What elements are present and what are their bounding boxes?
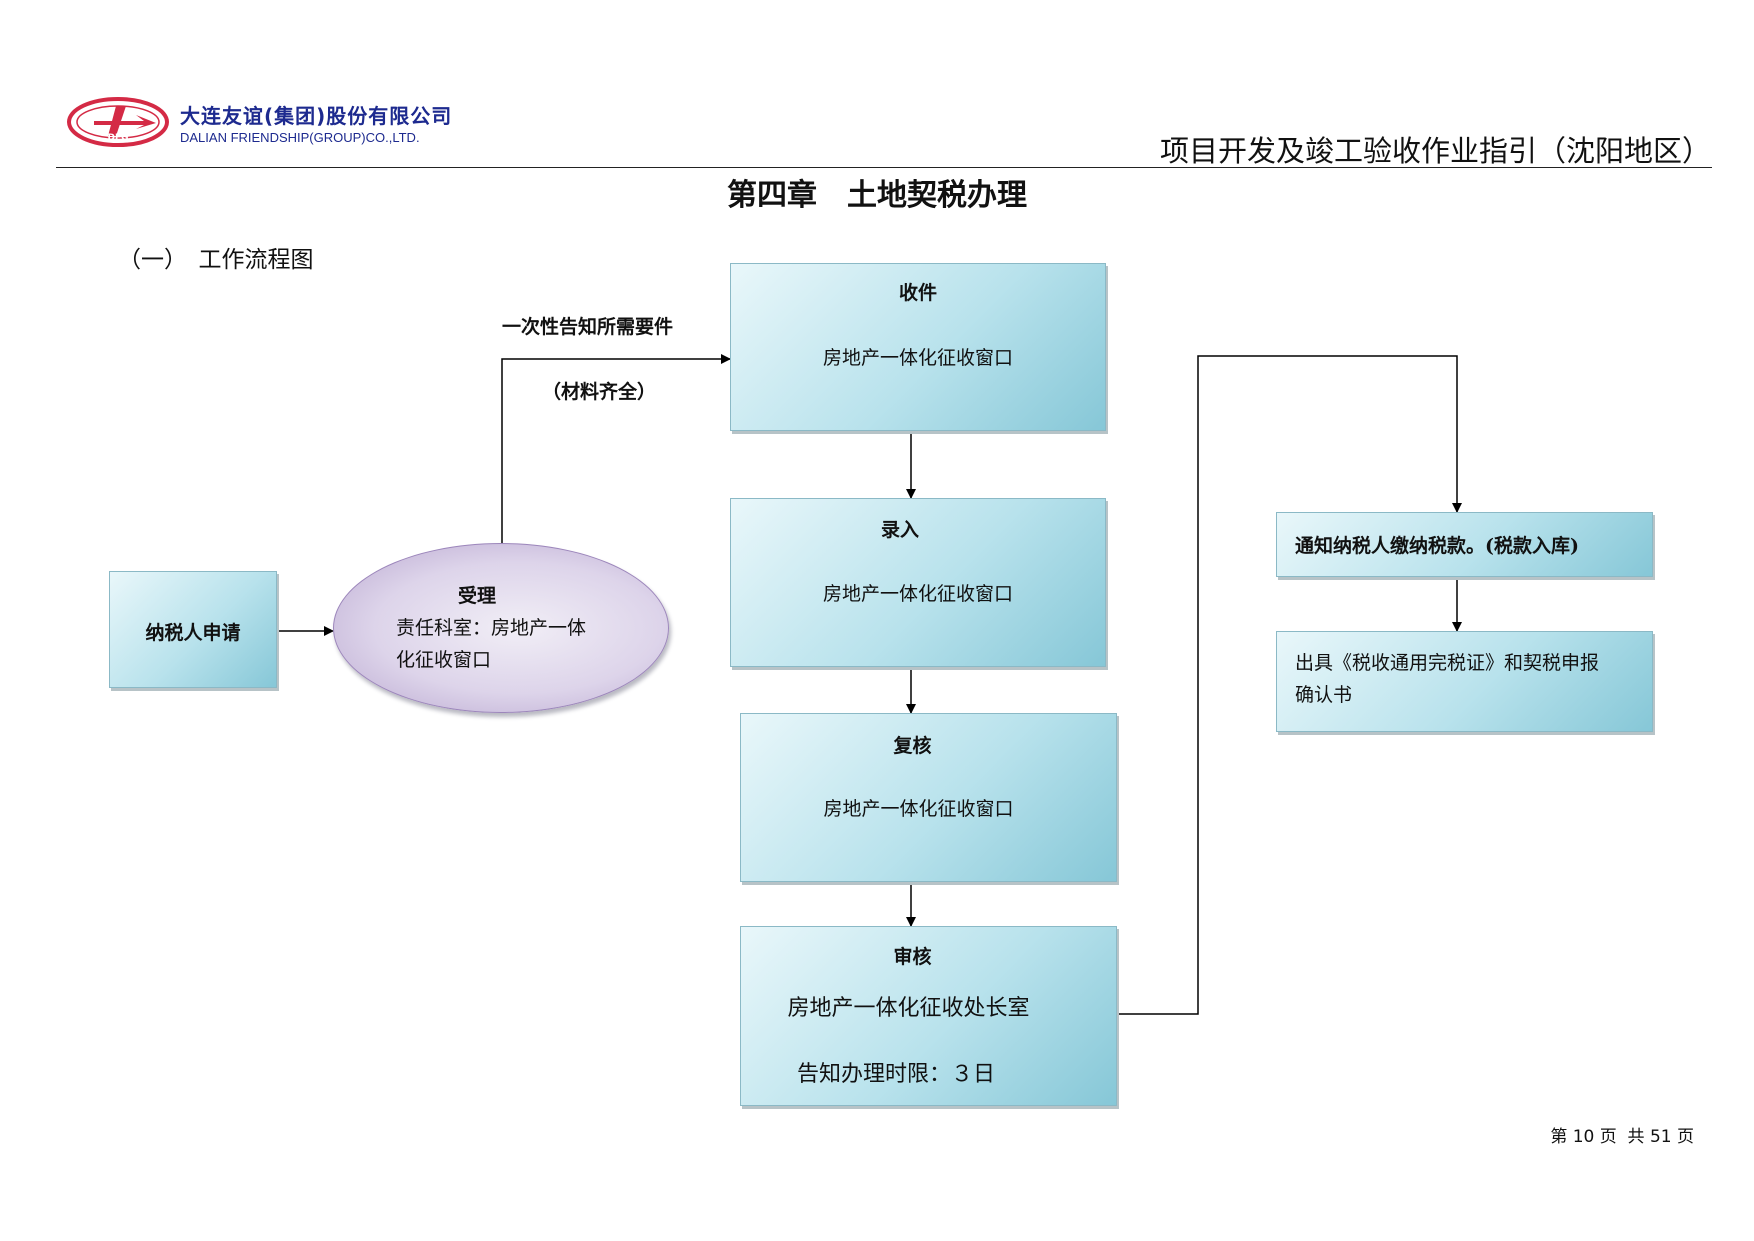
accept-title: 受理: [458, 585, 497, 607]
receive-desc: 房地产一体化征收窗口: [822, 347, 1013, 369]
receive-title: 收件: [898, 282, 937, 304]
company-name-cn: 大连友谊(集团)股份有限公司: [180, 104, 453, 128]
logo-lettering: DFG: [107, 133, 128, 143]
recheck-desc: 房地产一体化征收窗口: [823, 798, 1014, 820]
applicant-box: 纳税人申请: [109, 571, 277, 688]
header-divider: [56, 167, 1712, 168]
notify-box: 通知纳税人缴纳税款。(税款入库): [1276, 512, 1653, 577]
recheck-title: 复核: [893, 735, 932, 757]
issue-line1: 出具《税收通用完税证》和契税申报: [1295, 652, 1600, 674]
review-desc: 房地产一体化征收处长室: [787, 996, 1030, 1021]
document-title: 项目开发及竣工验收作业指引（沈阳地区）: [1159, 134, 1711, 168]
accept-desc-line2: 化征收窗口: [396, 649, 492, 671]
company-logo: DFG: [67, 97, 169, 147]
notify-label: 通知纳税人缴纳税款。(税款入库): [1295, 535, 1579, 557]
edge-label-materials-complete: （材料齐全）: [542, 381, 657, 403]
issue-box: 出具《税收通用完税证》和契税申报 确认书: [1276, 631, 1653, 732]
review-box: 审核 房地产一体化征收处长室 告知办理时限：３日: [740, 926, 1117, 1106]
company-name-en: DALIAN FRIENDSHIP(GROUP)CO.,LTD.: [180, 130, 420, 145]
accept-desc-line1: 责任科室：房地产一体: [396, 617, 587, 639]
review-title: 审核: [893, 946, 932, 968]
recheck-box: 复核 房地产一体化征收窗口: [740, 713, 1117, 882]
page-number: 第 10 页 共 51 页: [1550, 1127, 1694, 1147]
arrow-accept-to-receive: [501, 354, 731, 543]
applicant-label: 纳税人申请: [145, 622, 241, 644]
chapter-heading: 第四章 土地契税办理: [727, 178, 1027, 213]
section-heading: （一） 工作流程图: [118, 247, 314, 273]
receive-box: 收件 房地产一体化征收窗口: [730, 263, 1106, 431]
review-time-limit: 告知办理时限：３日: [797, 1062, 996, 1087]
input-title: 录入: [880, 519, 919, 541]
arrow-review-to-notify: [1117, 355, 1462, 1015]
accept-node: 受理 责任科室：房地产一体 化征收窗口: [333, 543, 669, 713]
edge-label-notify-once: 一次性告知所需要件: [502, 316, 674, 338]
input-box: 录入 房地产一体化征收窗口: [730, 498, 1106, 667]
issue-line2: 确认书: [1295, 684, 1353, 706]
input-desc: 房地产一体化征收窗口: [822, 583, 1013, 605]
